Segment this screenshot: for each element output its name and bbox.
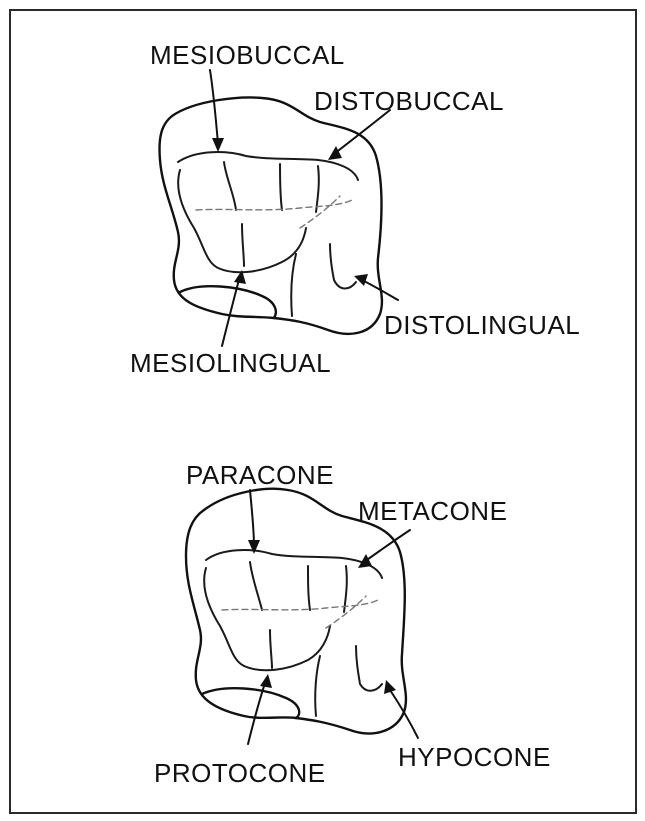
bottom-ridge-1 — [250, 562, 262, 610]
top-ridge-2 — [242, 224, 244, 266]
bottom-ridge-3 — [308, 566, 310, 610]
bottom-tooth-drawing — [186, 489, 418, 744]
hypocone-arrowhead — [384, 680, 396, 694]
bottom-ridge-4 — [344, 566, 347, 612]
top-mesial-cusp-curve — [178, 170, 306, 272]
bottom-oblique-groove — [315, 656, 320, 716]
bottom-ridge-2 — [270, 630, 272, 668]
top-ridge-1 — [224, 162, 236, 210]
protocone-arrowhead — [260, 674, 272, 688]
distolingual-arrowhead — [354, 274, 368, 286]
label-distobuccal: DISTOBUCCAL — [314, 86, 504, 116]
label-hypocone: HYPOCONE — [398, 742, 551, 772]
top-distolingual-ridge — [330, 244, 356, 289]
top-ridge-4 — [316, 166, 319, 212]
mesiobuccal-arrowhead — [212, 138, 224, 152]
distobuccal-pointer — [334, 110, 390, 154]
bottom-lingual-lobe — [202, 688, 299, 718]
bottom-buccal-ridge — [206, 550, 382, 578]
top-lingual-lobe — [180, 286, 276, 318]
mesiobuccal-pointer — [210, 70, 218, 144]
top-transverse-groove — [300, 196, 340, 228]
metacone-pointer — [364, 530, 410, 562]
top-oblique-groove — [291, 254, 296, 316]
label-mesiobuccal: MESIOBUCCAL — [150, 40, 345, 70]
label-metacone: METACONE — [358, 496, 507, 526]
label-mesiolingual: MESIOLINGUAL — [130, 348, 331, 378]
distobuccal-arrowhead — [328, 146, 342, 160]
label-distolingual: DISTOLINGUAL — [384, 310, 580, 340]
bottom-mesial-cusp-curve — [204, 568, 330, 670]
top-central-groove — [196, 200, 352, 210]
top-ridge-3 — [280, 164, 282, 210]
label-protocone: PROTOCONE — [154, 758, 326, 788]
paracone-pointer — [250, 490, 254, 546]
bottom-hypocone-ridge — [356, 646, 382, 691]
hypocone-pointer — [390, 690, 418, 738]
top-tooth-outline — [160, 98, 382, 334]
label-paracone: PARACONE — [186, 460, 334, 490]
bottom-central-groove — [222, 600, 378, 610]
